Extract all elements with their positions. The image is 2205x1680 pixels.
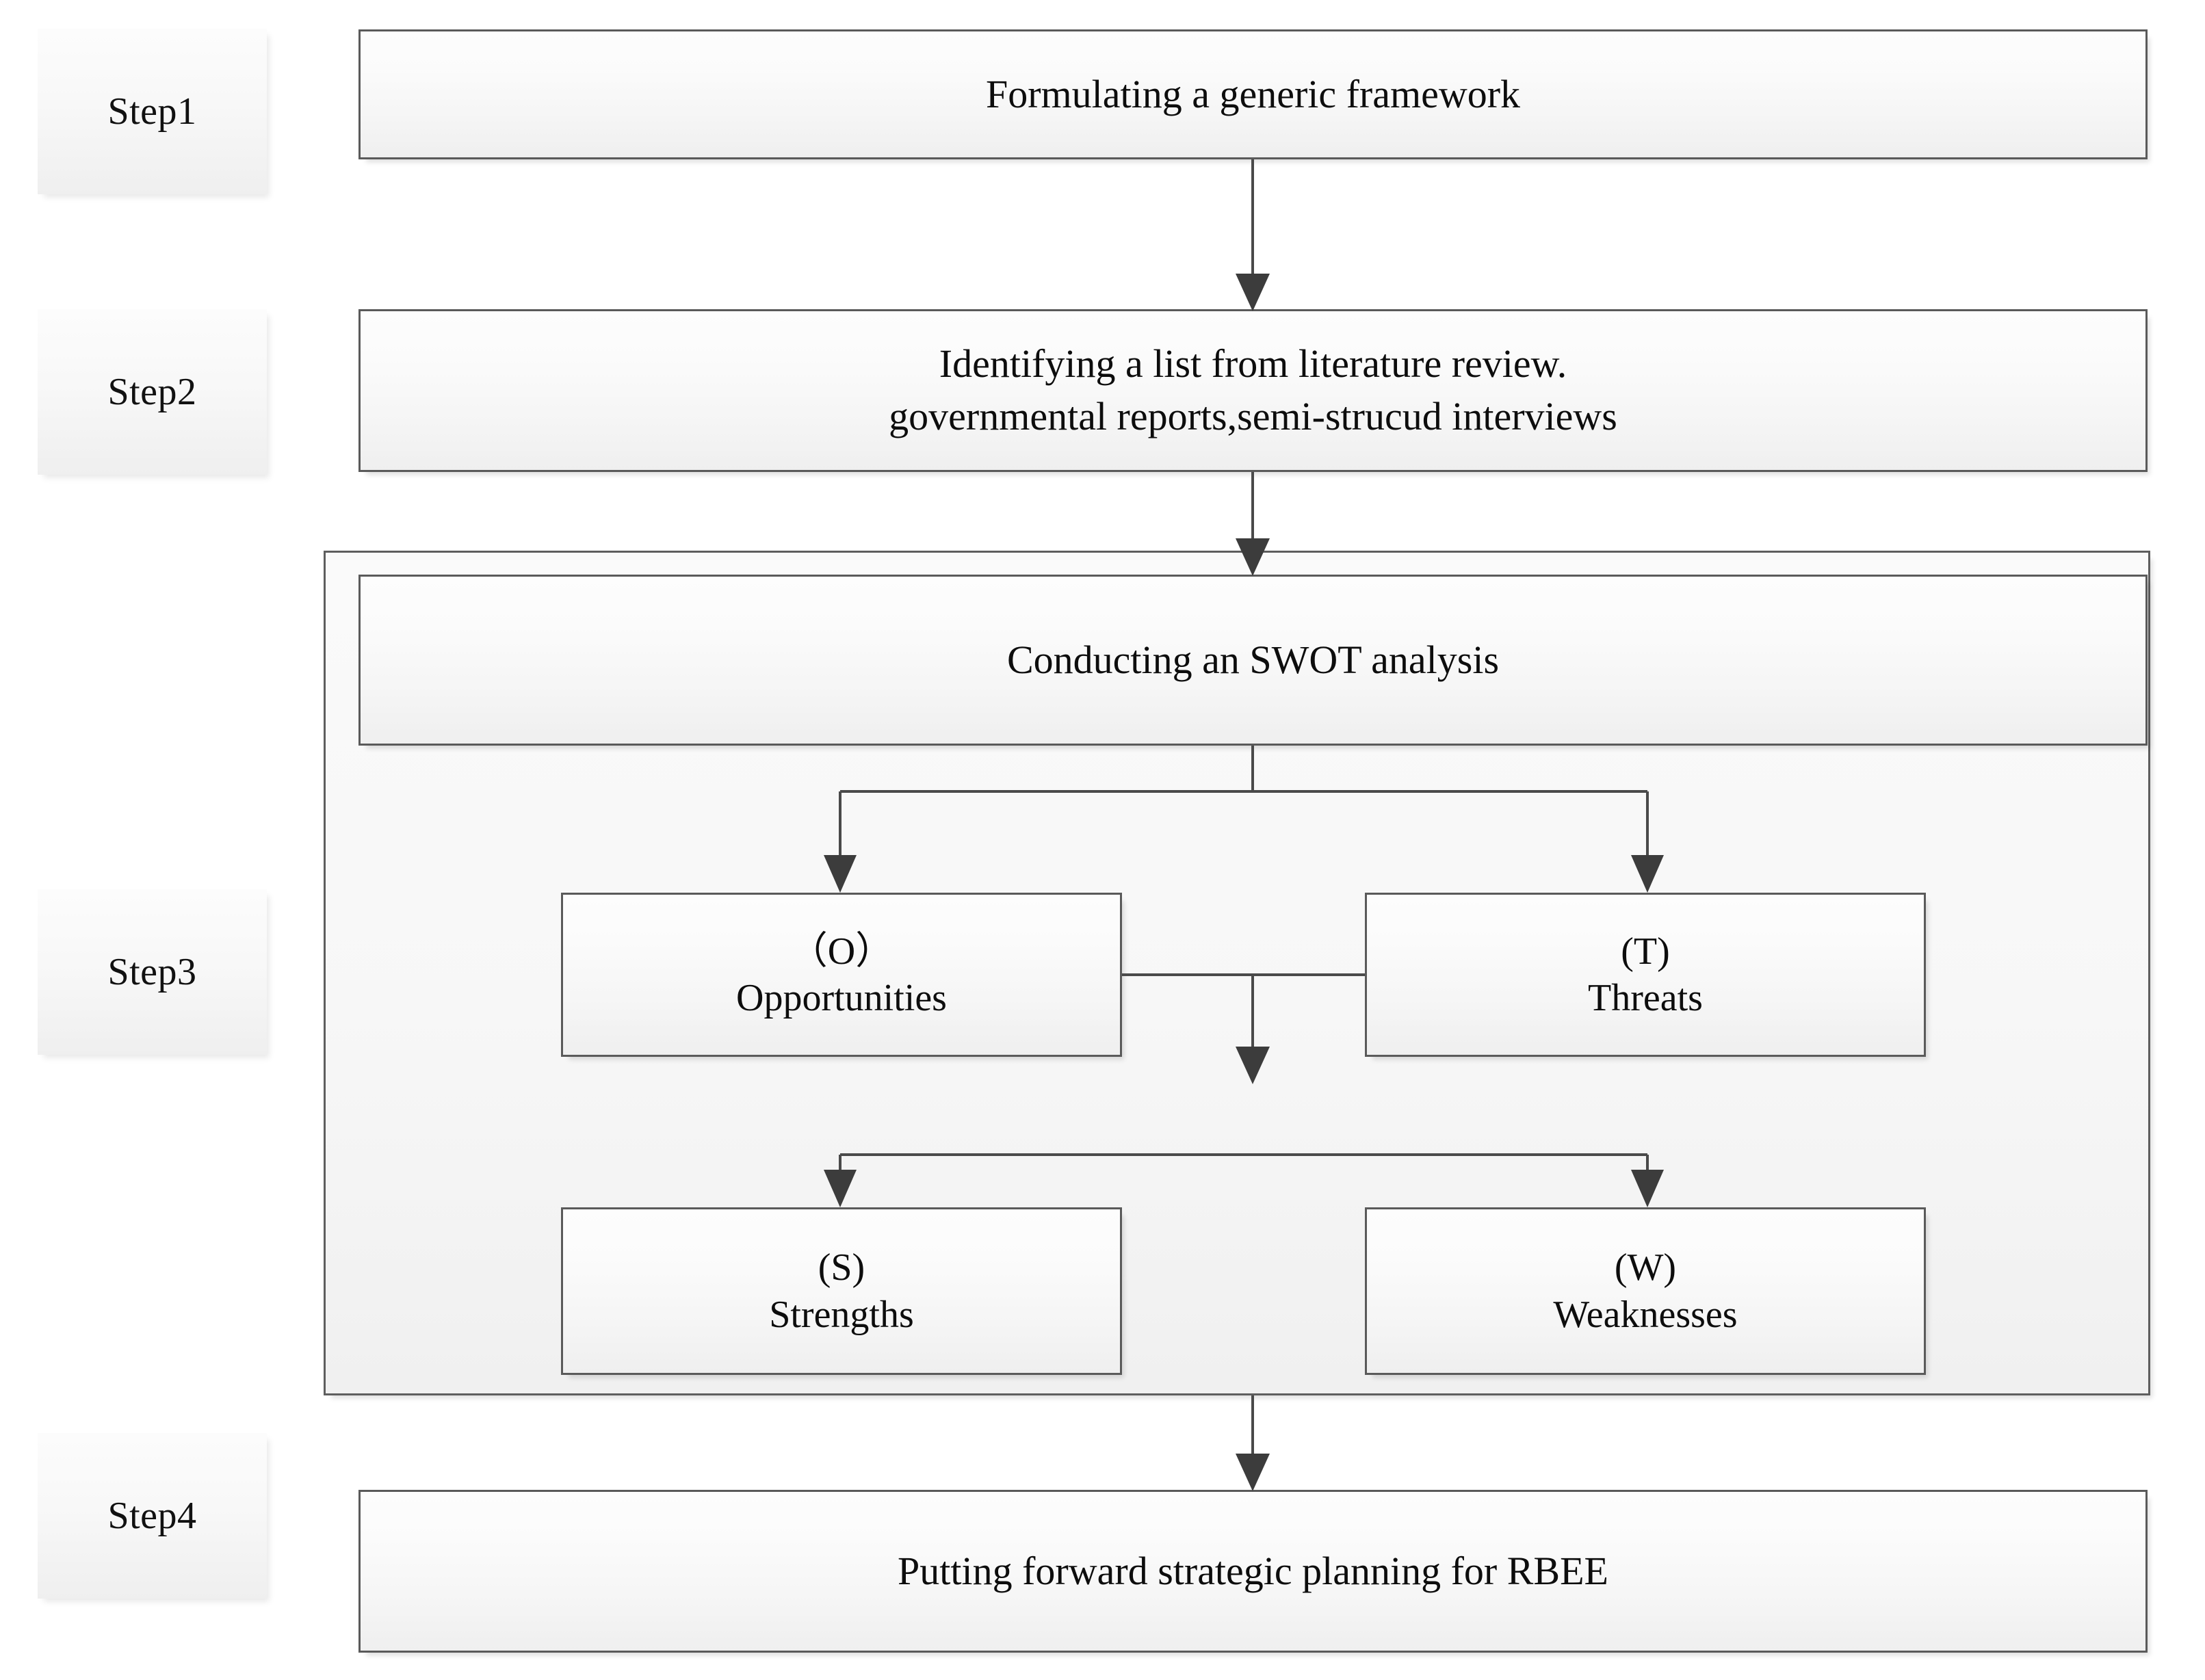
step-label-step3: Step3: [38, 889, 267, 1055]
step-label-text: Step4: [107, 1495, 197, 1537]
node-formulating-framework[interactable]: Formulating a generic framework: [358, 29, 2148, 159]
node-threats[interactable]: (T) Threats: [1365, 893, 1926, 1057]
step-label-step2: Step2: [38, 309, 267, 475]
connector-step1-to-step2: [1236, 159, 1270, 311]
node-label: Threats: [1588, 977, 1703, 1019]
node-label: Opportunities: [736, 977, 947, 1019]
node-title-line-1: Identifying a list from literature revie…: [939, 341, 1567, 386]
node-strategic-planning-rbee[interactable]: Putting forward strategic planning for R…: [358, 1490, 2148, 1653]
step-label-step4: Step4: [38, 1433, 267, 1599]
connector-step3-to-step4: [1236, 1395, 1270, 1491]
node-identifying-list[interactable]: Identifying a list from literature revie…: [358, 309, 2148, 472]
node-label: Strengths: [769, 1293, 914, 1336]
node-code: (W): [1614, 1246, 1677, 1289]
node-code: (S): [818, 1246, 865, 1289]
step-label-text: Step2: [107, 371, 197, 413]
node-title: Putting forward strategic planning for R…: [898, 1548, 1608, 1593]
step-label-step1: Step1: [38, 29, 267, 194]
node-code: （O）: [789, 930, 894, 973]
step-label-text: Step1: [107, 90, 197, 133]
node-strengths[interactable]: (S) Strengths: [561, 1207, 1122, 1375]
node-label: Weaknesses: [1553, 1293, 1738, 1336]
node-title: Conducting an SWOT analysis: [1006, 637, 1500, 682]
step-label-text: Step3: [107, 951, 197, 993]
node-weaknesses[interactable]: (W) Weaknesses: [1365, 1207, 1926, 1375]
node-code: (T): [1621, 930, 1670, 973]
node-title: Formulating a generic framework: [985, 71, 1521, 116]
node-conducting-swot-analysis[interactable]: Conducting an SWOT analysis: [358, 575, 2148, 746]
node-opportunities[interactable]: （O） Opportunities: [561, 893, 1122, 1057]
node-title-line-2: governmental reports,semi-strucud interv…: [889, 394, 1617, 438]
